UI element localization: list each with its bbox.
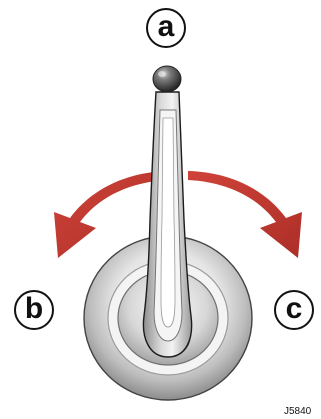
label-b-text: b <box>12 287 56 331</box>
figure-id: J5840 <box>284 407 311 417</box>
label-c-text: c <box>272 287 316 331</box>
label-a: a <box>144 6 188 50</box>
label-c: c <box>272 288 316 332</box>
label-a-text: a <box>144 5 188 49</box>
label-b: b <box>12 288 56 332</box>
lever-icon <box>143 92 191 357</box>
lever-knob-icon <box>153 66 181 92</box>
